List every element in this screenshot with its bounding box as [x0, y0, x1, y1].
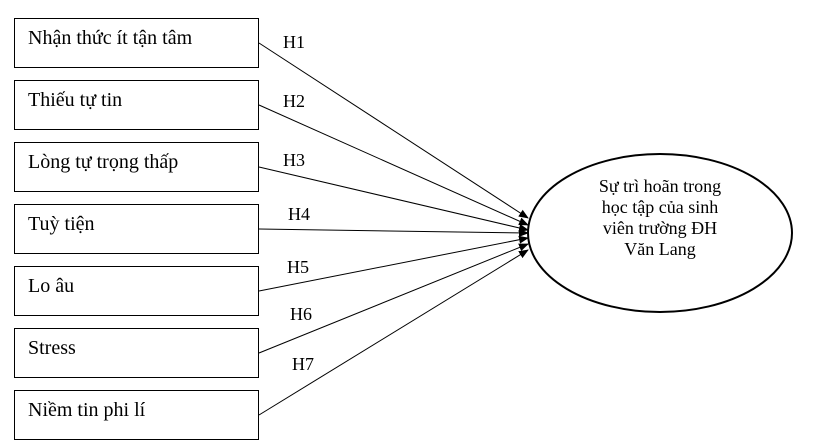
outcome-line-1: Sự trì hoãn trong — [598, 176, 722, 196]
factor-label-3: Lòng tự trọng thấp — [28, 151, 179, 173]
outcome-line-4: Văn Lang — [624, 239, 696, 259]
arrow-h6 — [258, 243, 529, 354]
arrow-h3 — [258, 166, 529, 232]
factor-label-6: Stress — [28, 337, 76, 359]
hypothesis-label-h4: H4 — [288, 204, 310, 224]
hypothesis-label-h6: H6 — [290, 304, 312, 324]
arrow-h4 — [258, 228, 529, 237]
arrow-h5 — [258, 235, 529, 292]
hypothesis-label-h1: H1 — [283, 32, 305, 52]
factor-box-3: Lòng tự trọng thấp — [14, 142, 259, 192]
factor-label-2: Thiếu tự tin — [28, 89, 123, 111]
arrow-h7 — [258, 249, 529, 416]
hypothesis-label-h3: H3 — [283, 150, 305, 170]
factor-box-4: Tuỳ tiện — [14, 204, 259, 254]
hypothesis-label-h5: H5 — [287, 257, 309, 277]
factor-label-1: Nhận thức ít tận tâm — [28, 27, 193, 49]
hypothesis-label-h2: H2 — [283, 91, 305, 111]
factor-label-7: Niềm tin phi lí — [28, 399, 146, 421]
factor-box-1: Nhận thức ít tận tâm — [14, 18, 259, 68]
factor-box-6: Stress — [14, 328, 259, 378]
factor-box-5: Lo âu — [14, 266, 259, 316]
outcome-line-3: viên trường ĐH — [602, 218, 718, 238]
arrow-h2 — [258, 104, 529, 226]
factor-box-2: Thiếu tự tin — [14, 80, 259, 130]
arrow-h1 — [258, 42, 529, 219]
factor-box-7: Niềm tin phi lí — [14, 390, 259, 440]
outcome-ellipse — [527, 153, 793, 313]
factor-label-4: Tuỳ tiện — [28, 213, 95, 235]
factor-label-5: Lo âu — [28, 275, 75, 297]
hypothesis-label-h7: H7 — [292, 354, 314, 374]
outcome-line-2: học tập của sinh — [601, 197, 719, 217]
outcome-label: Sự trì hoãn trong học tập của sinh viên … — [560, 176, 760, 260]
